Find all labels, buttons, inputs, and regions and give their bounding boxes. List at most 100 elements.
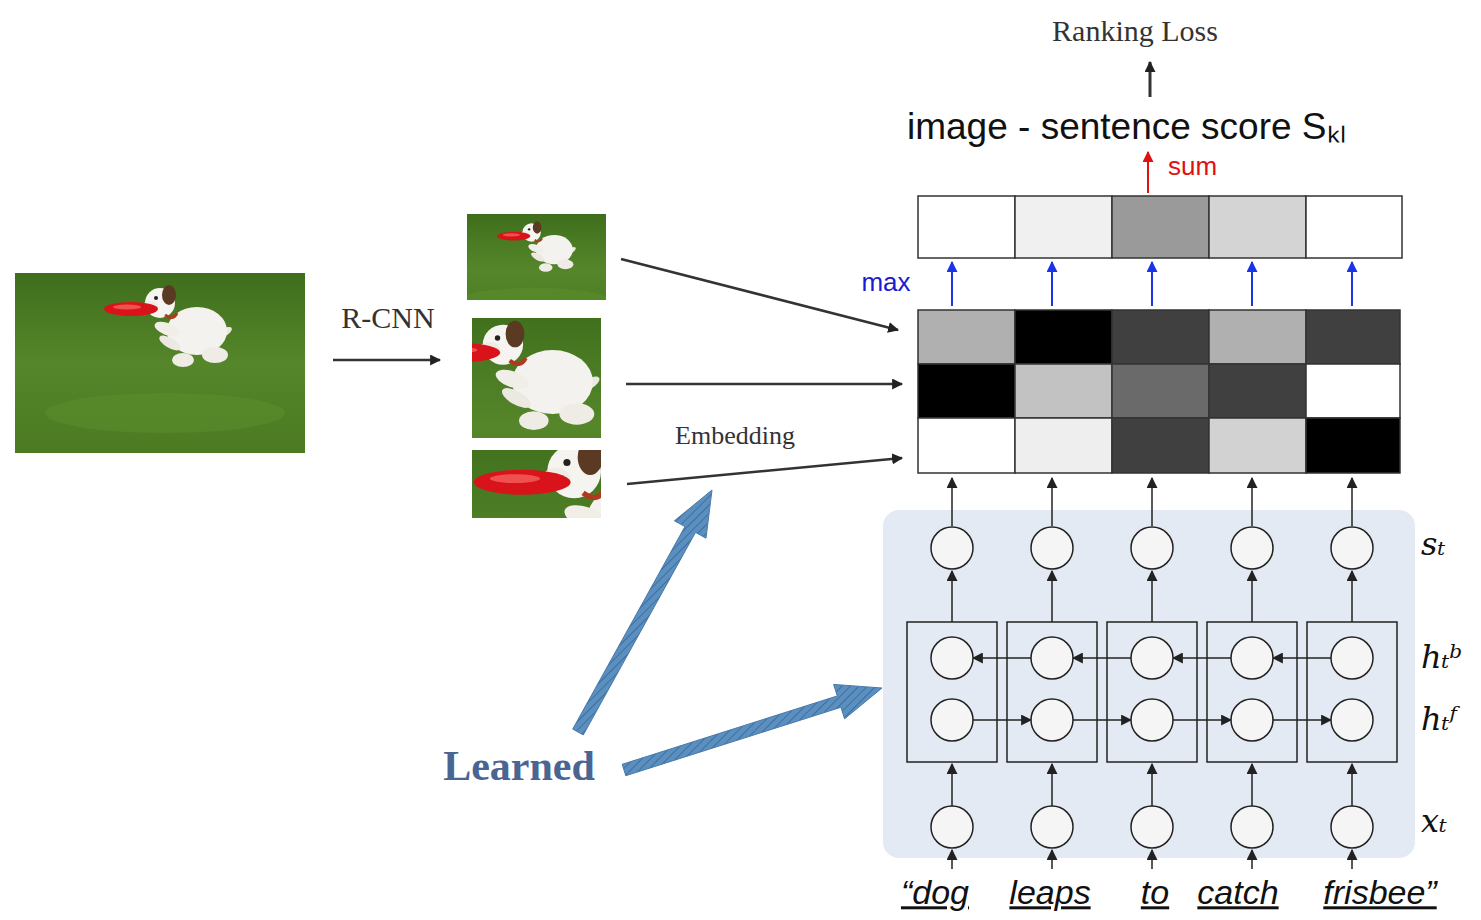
- hidden-state-boxes-part: [1107, 622, 1197, 762]
- alignment-matrix-part: [1112, 418, 1209, 473]
- max-arrows-part: [1351, 262, 1353, 306]
- rnn-units-part: [1331, 527, 1373, 569]
- score-vector-part: [1306, 196, 1402, 258]
- label-wrap: image - sentence score Sₖₗ: [907, 107, 1346, 148]
- label-wrap: to: [1141, 874, 1169, 911]
- rnn-units-part: [931, 806, 973, 848]
- row-label: hₜᵇ: [1421, 640, 1462, 675]
- label-wrap: xₜ: [1421, 804, 1447, 839]
- brnn-arrows-part: [1073, 657, 1131, 659]
- learned-label: Learned: [443, 743, 595, 789]
- input-photo: [15, 273, 305, 453]
- input-photo-part: [15, 273, 305, 453]
- sentence-word: leaps: [1009, 874, 1090, 911]
- brnn-arrows-part: [1151, 478, 1153, 526]
- alignment-matrix-part: [1015, 418, 1112, 473]
- max-arrows-part: [1151, 262, 1153, 306]
- brnn-arrows-part: [1251, 478, 1253, 526]
- label-wrap: Embedding: [675, 422, 795, 451]
- score-vector-part: [918, 196, 1015, 258]
- brnn-arrows-part: [1151, 850, 1153, 869]
- score-vector-part: [1112, 196, 1209, 258]
- rnn-units-part: [1231, 699, 1273, 741]
- brnn-panel-part: [883, 510, 1415, 858]
- rnn-units-part: [1331, 699, 1373, 741]
- alignment-matrix-part: [1209, 310, 1306, 364]
- alignment-matrix-part: [918, 418, 1015, 473]
- brnn-arrows-part: [973, 657, 1031, 659]
- rnn-units-part: [1031, 699, 1073, 741]
- brnn-arrows-part: [1073, 719, 1131, 721]
- learned-arrows: [573, 490, 882, 776]
- layout-arrows-part: [626, 383, 902, 386]
- brnn-arrows-part: [951, 850, 953, 869]
- rnn-units-part: [1131, 637, 1173, 679]
- alignment-matrix-part: [1306, 418, 1400, 473]
- sentence-word: “dog: [901, 874, 969, 911]
- label-wrap: catch: [1197, 874, 1278, 911]
- brnn-arrows-part: [1273, 719, 1331, 721]
- rnn-units-part: [1331, 637, 1373, 679]
- alignment-matrix-part: [1112, 364, 1209, 418]
- brnn-arrows-part: [1051, 571, 1053, 622]
- sentence-word: to: [1141, 874, 1169, 911]
- hidden-state-boxes-part: [1207, 622, 1297, 762]
- score-heading: image - sentence score Sₖₗ: [907, 107, 1346, 148]
- max-label: max: [861, 268, 910, 297]
- rnn-units-part: [1031, 637, 1073, 679]
- score-vector-part: [1209, 196, 1306, 258]
- label-wrap: Ranking Loss: [1052, 14, 1218, 47]
- layout-arrows-part: [1149, 62, 1152, 97]
- max-arrows-part: [951, 262, 953, 306]
- embedding-label: Embedding: [675, 422, 795, 451]
- row-label: hₜᶠ: [1421, 702, 1457, 737]
- rnn-units-part: [931, 699, 973, 741]
- max-arrows: [952, 262, 1352, 306]
- max-arrows-part: [1051, 262, 1053, 306]
- sum-label: sum: [1168, 152, 1217, 181]
- brnn-arrows-part: [973, 719, 1031, 721]
- loss-label: Ranking Loss: [1052, 14, 1218, 47]
- label-wrap: hₜᶠ: [1421, 702, 1457, 737]
- detector-label: R-CNN: [341, 301, 434, 334]
- brnn-arrows-part: [951, 478, 953, 526]
- score-vector: [918, 196, 1402, 258]
- rnn-units-part: [1231, 637, 1273, 679]
- rnn-units-part: [1131, 699, 1173, 741]
- alignment-matrix-part: [1306, 364, 1400, 418]
- label-wrap: hₜᵇ: [1421, 640, 1462, 675]
- region-crops-part: [314, 418, 834, 740]
- region-crops-part: [442, 214, 620, 325]
- row-label: xₜ: [1421, 804, 1447, 839]
- brnn-arrows-part: [1051, 764, 1053, 806]
- alignment-matrix-part: [1015, 310, 1112, 364]
- brnn-arrows-part: [1051, 478, 1053, 526]
- alignment-matrix-part: [1306, 310, 1400, 364]
- label-wrap: sum: [1168, 152, 1217, 181]
- brnn-arrows-part: [1251, 571, 1253, 622]
- rnn-units-part: [1331, 806, 1373, 848]
- sum-arrow: [1148, 152, 1149, 193]
- rnn-units-part: [931, 527, 973, 569]
- brnn-arrows-part: [1151, 764, 1153, 806]
- sentence-word: frisbee”: [1323, 874, 1436, 911]
- alignment-matrix-part: [1015, 364, 1112, 418]
- label-wrap: leaps: [1009, 874, 1090, 911]
- input-photo-part-part: [15, 273, 305, 453]
- sum-arrow-part: [1147, 152, 1149, 193]
- learned-arrows-part: [573, 490, 712, 735]
- label-wrap: sₜ: [1421, 527, 1445, 562]
- row-label: sₜ: [1421, 527, 1445, 562]
- rnn-units: [931, 527, 1373, 848]
- brnn-arrows-part: [1173, 719, 1231, 721]
- layout-arrows-part: [333, 359, 440, 362]
- brnn-arrows-part: [1251, 850, 1253, 869]
- hidden-state-boxes-part: [907, 622, 997, 762]
- alignment-matrix-part: [1209, 364, 1306, 418]
- rnn-units-part: [1031, 806, 1073, 848]
- rnn-units-part: [1031, 527, 1073, 569]
- alignment-matrix-part: [918, 364, 1015, 418]
- brnn-arrows-part: [1273, 657, 1331, 659]
- label-wrap: max: [861, 268, 910, 297]
